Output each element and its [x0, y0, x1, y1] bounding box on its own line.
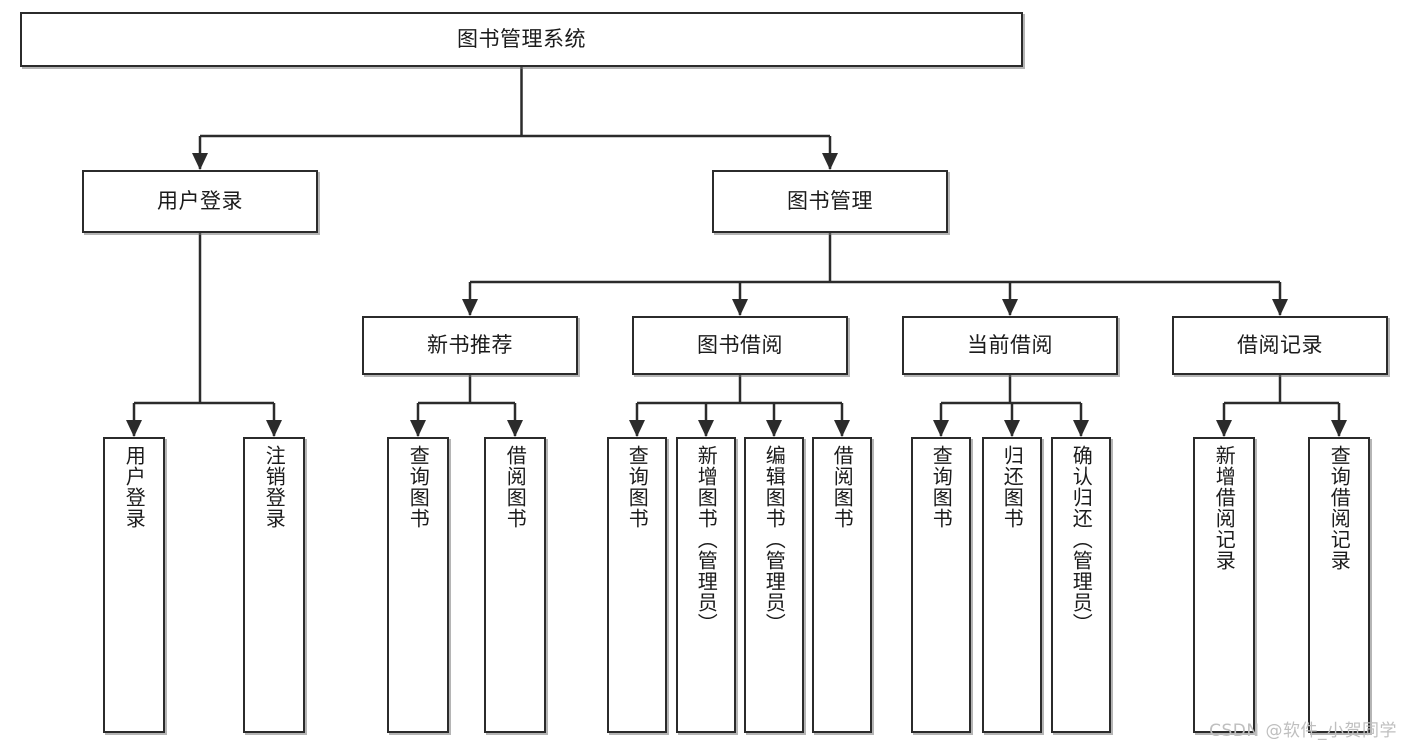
- arrow-head-leaf-borrow-add: [698, 420, 714, 437]
- watermark-label: CSDN @软件_小贺同学: [1209, 721, 1397, 741]
- node-label-user-login: 用户登录: [157, 189, 243, 214]
- arrow-head-book-borrow: [732, 299, 748, 316]
- node-leaf-rec-borrow[interactable]: 借阅图书: [484, 437, 546, 733]
- arrow-head-user-login: [192, 153, 208, 170]
- node-label-current-borrow: 当前借阅: [967, 333, 1053, 358]
- arrow-head-leaf-borrow-lend: [834, 420, 850, 437]
- node-book-borrow[interactable]: 图书借阅: [632, 316, 848, 375]
- node-label-leaf-rec-search: 查询借阅记录: [1327, 445, 1352, 571]
- arrow-head-borrow-record: [1272, 299, 1288, 316]
- node-leaf-rec-query[interactable]: 查询图书: [387, 437, 449, 733]
- arrow-head-leaf-cur-return: [1004, 420, 1020, 437]
- arrow-head-leaf-rec-borrow: [507, 420, 523, 437]
- node-label-root: 图书管理系统: [457, 27, 586, 52]
- arrow-head-leaf-user-login: [126, 420, 142, 437]
- node-label-leaf-user-logout: 注销登录: [262, 445, 287, 529]
- node-label-leaf-rec-add: 新增借阅记录: [1212, 445, 1237, 571]
- node-label-leaf-cur-query: 查询图书: [929, 445, 954, 529]
- arrow-head-leaf-user-logout: [266, 420, 282, 437]
- node-label-book-manage: 图书管理: [787, 189, 873, 214]
- node-label-leaf-cur-return: 归还图书: [1000, 445, 1025, 529]
- node-leaf-rec-add[interactable]: 新增借阅记录: [1193, 437, 1255, 733]
- arrow-head-leaf-rec-query: [410, 420, 426, 437]
- arrow-head-new-book-rec: [462, 299, 478, 316]
- node-leaf-cur-return[interactable]: 归还图书: [982, 437, 1042, 733]
- node-leaf-cur-query[interactable]: 查询图书: [911, 437, 971, 733]
- node-leaf-rec-search[interactable]: 查询借阅记录: [1308, 437, 1370, 733]
- node-leaf-borrow-query[interactable]: 查询图书: [607, 437, 667, 733]
- node-leaf-borrow-edit[interactable]: 编辑图书（管理员）: [744, 437, 804, 733]
- node-label-new-book-rec: 新书推荐: [427, 333, 513, 358]
- node-label-book-borrow: 图书借阅: [697, 333, 783, 358]
- node-current-borrow[interactable]: 当前借阅: [902, 316, 1118, 375]
- node-label-leaf-rec-borrow: 借阅图书: [503, 445, 528, 529]
- node-user-login[interactable]: 用户登录: [82, 170, 318, 233]
- arrow-head-leaf-cur-query: [933, 420, 949, 437]
- arrow-head-leaf-rec-search: [1331, 420, 1347, 437]
- node-label-leaf-user-login: 用户登录: [122, 445, 147, 529]
- node-leaf-borrow-add[interactable]: 新增图书（管理员）: [676, 437, 736, 733]
- arrow-head-current-borrow: [1002, 299, 1018, 316]
- arrow-head-book-manage: [822, 153, 838, 170]
- node-label-leaf-borrow-add: 新增图书（管理员）: [694, 445, 719, 634]
- node-leaf-user-login[interactable]: 用户登录: [103, 437, 165, 733]
- arrow-head-leaf-cur-confirm: [1073, 420, 1089, 437]
- arrow-head-leaf-borrow-edit: [766, 420, 782, 437]
- node-leaf-user-logout[interactable]: 注销登录: [243, 437, 305, 733]
- node-root[interactable]: 图书管理系统: [20, 12, 1023, 67]
- node-leaf-cur-confirm[interactable]: 确认归还（管理员）: [1051, 437, 1111, 733]
- node-label-leaf-borrow-lend: 借阅图书: [830, 445, 855, 529]
- arrow-head-leaf-rec-add: [1216, 420, 1232, 437]
- node-label-leaf-cur-confirm: 确认归还（管理员）: [1069, 445, 1094, 634]
- arrow-head-leaf-borrow-query: [629, 420, 645, 437]
- node-new-book-rec[interactable]: 新书推荐: [362, 316, 578, 375]
- node-leaf-borrow-lend[interactable]: 借阅图书: [812, 437, 872, 733]
- node-label-leaf-rec-query: 查询图书: [406, 445, 431, 529]
- node-label-leaf-borrow-edit: 编辑图书（管理员）: [762, 445, 787, 634]
- node-borrow-record[interactable]: 借阅记录: [1172, 316, 1388, 375]
- node-label-borrow-record: 借阅记录: [1237, 333, 1323, 358]
- node-label-leaf-borrow-query: 查询图书: [625, 445, 650, 529]
- node-book-manage[interactable]: 图书管理: [712, 170, 948, 233]
